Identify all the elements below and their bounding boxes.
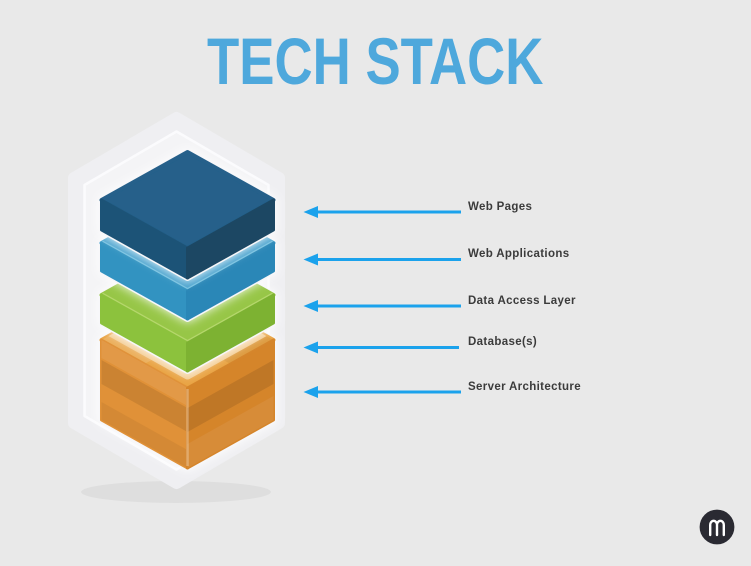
arrowhead-icon <box>303 253 318 266</box>
arrow-databases <box>303 341 459 354</box>
server-left-band-bottom <box>101 402 188 468</box>
label-databases: Database(s) <box>468 336 538 348</box>
arrowhead-icon <box>303 341 318 354</box>
label-web-pages: Web Pages <box>468 201 533 213</box>
ground-shadow <box>81 481 271 503</box>
server-left-band-dark <box>101 360 188 432</box>
page-title: TECH STACK <box>207 24 544 98</box>
server-right-band-bottom <box>187 396 274 468</box>
arrowhead-icon <box>303 206 318 218</box>
data-access-right-face <box>186 293 275 373</box>
arrow-web-pages <box>303 206 461 218</box>
annotation-arrows <box>303 206 461 398</box>
arrowhead-icon <box>303 300 318 312</box>
watermark-logo <box>699 509 735 545</box>
arrow-server-architecture <box>303 386 461 398</box>
web-pages-right-face <box>186 198 275 280</box>
label-server-architecture: Server Architecture <box>468 381 581 393</box>
arrow-web-applications <box>303 253 461 266</box>
page-title-wrap: TECH STACK <box>0 18 751 104</box>
web-applications-right-face <box>186 241 275 321</box>
arrowhead-icon <box>303 386 318 398</box>
arrow-data-access-layer <box>303 300 461 312</box>
watermark-m-icon <box>709 519 725 537</box>
label-web-applications: Web Applications <box>468 248 570 260</box>
server-right-band-dark <box>187 360 274 432</box>
server-left-band-light <box>101 340 188 406</box>
layer-web-pages <box>98 149 277 281</box>
server-top-halo <box>101 323 274 380</box>
label-data-access-layer: Data Access Layer <box>468 295 576 307</box>
